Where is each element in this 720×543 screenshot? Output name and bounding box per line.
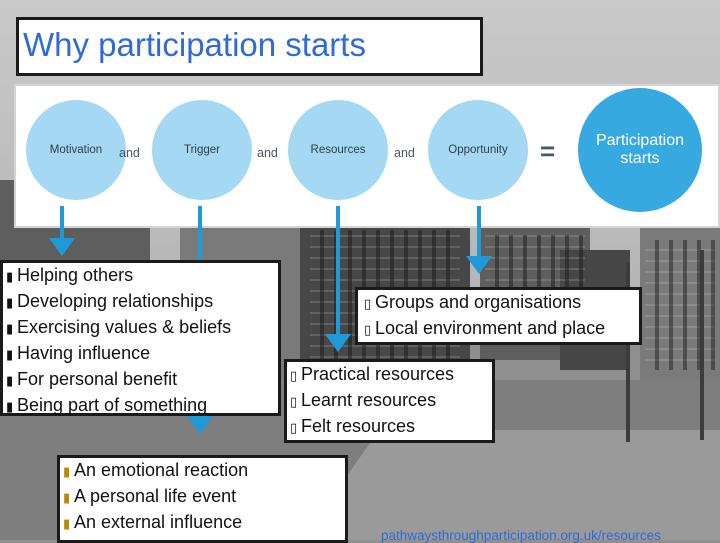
list-item: ▮Having influence bbox=[6, 341, 278, 367]
list-item: ▮Being part of something bbox=[6, 393, 278, 419]
arrow-shaft bbox=[60, 206, 64, 240]
resources-circle: Resources bbox=[288, 100, 388, 200]
result-line2: starts bbox=[620, 150, 660, 167]
bullet-icon: ▮ bbox=[6, 347, 14, 362]
trigger-label: Trigger bbox=[184, 144, 220, 156]
motivation-label: Motivation bbox=[49, 144, 103, 156]
resources-arrow-icon bbox=[325, 334, 351, 352]
list-item: ▯Local environment and place bbox=[364, 316, 639, 342]
resources-list: ▯Practical resources ▯Learnt resources ▯… bbox=[290, 362, 492, 440]
bullet-icon: ▮ bbox=[6, 295, 14, 310]
bullet-icon: ▮ bbox=[6, 269, 14, 284]
list-item: ▯Felt resources bbox=[290, 414, 492, 440]
list-item: ▮Helping others bbox=[6, 263, 278, 289]
list-item: ▯Practical resources bbox=[290, 362, 492, 388]
building bbox=[640, 225, 720, 385]
bullet-icon: ▮ bbox=[63, 516, 71, 531]
opportunity-arrow-icon bbox=[466, 256, 492, 274]
trigger-circle: Trigger bbox=[152, 100, 252, 200]
and-connector: and bbox=[257, 146, 278, 160]
list-item: ▮Exercising values & beliefs bbox=[6, 315, 278, 341]
trigger-arrow-icon bbox=[187, 416, 213, 434]
page-title: Why participation starts bbox=[23, 26, 366, 63]
bullet-icon: ▮ bbox=[6, 321, 14, 336]
opportunity-circle: Opportunity bbox=[428, 100, 528, 200]
list-item: ▮Developing relationships bbox=[6, 289, 278, 315]
list-item: ▮An external influence bbox=[63, 510, 345, 536]
bullet-icon: ▯ bbox=[290, 368, 298, 383]
motivation-list: ▮Helping others ▮Developing relationship… bbox=[6, 263, 278, 419]
bullet-icon: ▯ bbox=[290, 394, 298, 409]
lamp-post bbox=[626, 262, 630, 442]
lamp-post bbox=[700, 250, 704, 440]
equals-sign: = bbox=[540, 136, 556, 166]
motivation-arrow-icon bbox=[49, 238, 75, 256]
resources-list-box: ▯Practical resources ▯Learnt resources ▯… bbox=[284, 359, 495, 443]
participation-starts-circle: Participation starts bbox=[578, 88, 702, 212]
list-item: ▯Groups and organisations bbox=[364, 290, 639, 316]
arrow-shaft bbox=[477, 206, 481, 258]
list-item: ▯Learnt resources bbox=[290, 388, 492, 414]
participation-starts-label: Participation starts bbox=[596, 132, 684, 168]
opportunity-list-box: ▯Groups and organisations ▯Local environ… bbox=[355, 287, 642, 345]
list-item: ▮An emotional reaction bbox=[63, 458, 345, 484]
bullet-icon: ▯ bbox=[364, 322, 372, 337]
arrow-shaft bbox=[336, 206, 340, 336]
footer-url: pathwaysthroughparticipation.org.uk/reso… bbox=[381, 528, 661, 543]
motivation-circle: Motivation bbox=[26, 100, 126, 200]
bullet-icon: ▮ bbox=[6, 399, 14, 414]
and-connector: and bbox=[394, 146, 415, 160]
bullet-icon: ▮ bbox=[63, 490, 71, 505]
opportunity-label: Opportunity bbox=[448, 144, 508, 156]
motivation-list-box: ▮Helping others ▮Developing relationship… bbox=[0, 260, 281, 416]
list-item: ▮For personal benefit bbox=[6, 367, 278, 393]
bullet-icon: ▯ bbox=[290, 420, 298, 435]
participation-diagram: Motivation and Trigger and Resources and… bbox=[14, 84, 720, 228]
building-windows bbox=[645, 240, 715, 370]
and-connector: and bbox=[119, 146, 140, 160]
opportunity-list: ▯Groups and organisations ▯Local environ… bbox=[364, 290, 639, 342]
result-line1: Participation bbox=[595, 132, 685, 149]
bullet-icon: ▮ bbox=[6, 373, 14, 388]
trigger-list-box: ▮An emotional reaction ▮A personal life … bbox=[57, 455, 348, 543]
resources-label: Resources bbox=[310, 144, 366, 156]
bullet-icon: ▯ bbox=[364, 296, 372, 311]
list-item: ▮A personal life event bbox=[63, 484, 345, 510]
title-box: Why participation starts bbox=[16, 17, 483, 76]
bullet-icon: ▮ bbox=[63, 464, 71, 479]
trigger-list: ▮An emotional reaction ▮A personal life … bbox=[63, 458, 345, 536]
